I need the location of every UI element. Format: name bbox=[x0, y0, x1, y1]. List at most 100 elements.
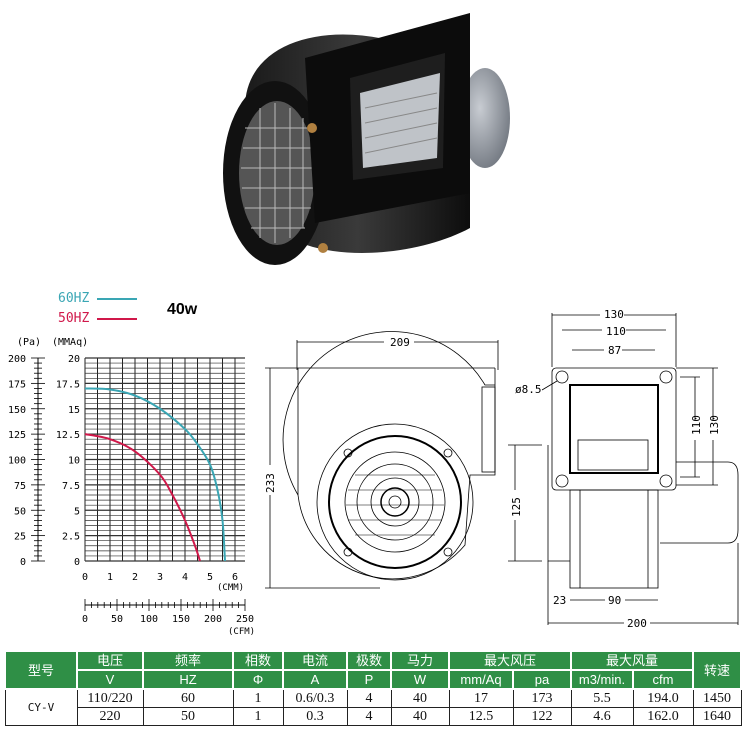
cfm-tick-label: 50 bbox=[111, 614, 123, 625]
table-cell: 173 bbox=[512, 688, 572, 708]
x-tick-label: 4 bbox=[182, 572, 188, 583]
legend-item-50hz: 50HZ bbox=[58, 309, 138, 329]
legend-label: 60HZ bbox=[58, 291, 90, 306]
pa-tick-label: 75 bbox=[14, 481, 26, 492]
table-cell: 1 bbox=[232, 688, 284, 708]
unit-m3min: m3/min. bbox=[570, 669, 634, 690]
cfm-tick-label: 250 bbox=[236, 614, 254, 625]
y-tick-label: 0 bbox=[74, 557, 80, 568]
legend-swatch bbox=[97, 297, 138, 300]
x-tick-label: 3 bbox=[157, 572, 163, 583]
table-cell: 122 bbox=[512, 707, 572, 726]
dim-body-width: 90 bbox=[608, 594, 621, 607]
mmaq-axis-label: (MMAq) bbox=[52, 337, 88, 348]
y-tick-label: 2.5 bbox=[62, 532, 80, 543]
pa-tick-label: 25 bbox=[14, 532, 26, 543]
table-cell: 1 bbox=[232, 707, 284, 726]
table-cell: 40 bbox=[390, 707, 450, 726]
pa-tick-label: 125 bbox=[8, 430, 26, 441]
unit-mmaq: mm/Aq bbox=[448, 669, 514, 690]
col-max-flow: 最大风量 bbox=[570, 650, 694, 671]
unit-w: W bbox=[390, 669, 450, 690]
pa-tick-label: 0 bbox=[20, 557, 26, 568]
cfm-tick-label: 200 bbox=[204, 614, 222, 625]
dim-width-209: 209 bbox=[390, 336, 410, 349]
series-line-50hz bbox=[84, 433, 201, 562]
cfm-axis-label: (CFM) bbox=[228, 627, 255, 637]
dim-height-233: 233 bbox=[264, 473, 277, 493]
table-header-row: 型号 电压 频率 相数 电流 极数 马力 最大风压 最大风量 转速 bbox=[4, 650, 742, 690]
dim-opening-width: 87 bbox=[608, 344, 621, 357]
chart-legend: 60HZ 50HZ bbox=[58, 289, 138, 329]
chart-series bbox=[84, 387, 226, 562]
legend-item-60hz: 60HZ bbox=[58, 289, 138, 309]
dim-hole-spacing: 110 bbox=[606, 325, 626, 338]
table-cell: 4.6 bbox=[570, 707, 634, 726]
spec-table: 型号 电压 频率 相数 电流 极数 马力 最大风压 最大风量 转速 V HZ Φ… bbox=[4, 650, 742, 726]
col-poles: 极数 bbox=[346, 650, 392, 671]
table-cell: 0.6/0.3 bbox=[282, 688, 348, 708]
front-view-drawing: 130 110 87 ø8.5 23 90 200 110 130 125 bbox=[508, 308, 739, 630]
blower-product-photo bbox=[223, 13, 510, 265]
side-view-drawing: 209 233 bbox=[262, 331, 499, 589]
x-tick-label: 0 bbox=[82, 572, 88, 583]
table-cell: 1450 bbox=[692, 688, 742, 708]
col-max-pressure: 最大风压 bbox=[448, 650, 572, 671]
table-cell: 17 bbox=[448, 688, 514, 708]
dim-outlet-height: 125 bbox=[510, 497, 523, 517]
pa-axis-label: (Pa) bbox=[17, 337, 41, 348]
legend-label: 50HZ bbox=[58, 311, 90, 326]
table-cell: 4 bbox=[346, 707, 392, 726]
pa-tick-label: 200 bbox=[8, 354, 26, 365]
unit-cfm: cfm bbox=[632, 669, 694, 690]
power-label: 40w bbox=[167, 301, 198, 318]
table-cell: 60 bbox=[142, 688, 234, 708]
dim-flange-width: 130 bbox=[604, 308, 624, 321]
dim-hole-spacing-vertical: 110 bbox=[690, 415, 703, 435]
table-cell: 12.5 bbox=[448, 707, 514, 726]
x-tick-label: 1 bbox=[107, 572, 113, 583]
model-cell: CY-V bbox=[4, 688, 78, 726]
series-line-60hz bbox=[84, 387, 226, 562]
col-speed: 转速 bbox=[692, 650, 742, 690]
cmm-axis-label: (CMM) bbox=[217, 583, 244, 593]
unit-pa: pa bbox=[512, 669, 572, 690]
table-subheader-row: V HZ Φ A P W mm/Aq pa m3/min. cfm bbox=[5, 669, 741, 690]
unit-p: P bbox=[346, 669, 392, 690]
cfm-tick-label: 150 bbox=[172, 614, 190, 625]
table-cell: 220 bbox=[76, 707, 144, 726]
pa-tick-label: 50 bbox=[14, 506, 26, 517]
col-frequency: 频率 bbox=[142, 650, 234, 671]
y-tick-label: 10 bbox=[68, 456, 80, 467]
y-tick-label: 7.5 bbox=[62, 481, 80, 492]
legend-swatch bbox=[97, 317, 138, 320]
dim-hole-diameter: ø8.5 bbox=[515, 383, 542, 396]
unit-a: A bbox=[282, 669, 348, 690]
unit-v: V bbox=[76, 669, 144, 690]
table-cell: 4 bbox=[346, 688, 392, 708]
table-cell: 162.0 bbox=[632, 707, 694, 726]
table-cell: 40 bbox=[390, 688, 450, 708]
y-tick-label: 12.5 bbox=[56, 430, 80, 441]
y-tick-label: 5 bbox=[74, 506, 80, 517]
pa-tick-label: 150 bbox=[8, 405, 26, 416]
cfm-tick-label: 0 bbox=[82, 614, 88, 625]
x-tick-label: 6 bbox=[232, 572, 238, 583]
table-cell: 1640 bbox=[692, 707, 742, 726]
chart-grid bbox=[84, 357, 245, 562]
x-tick-label: 2 bbox=[132, 572, 138, 583]
table-cell: 5.5 bbox=[570, 688, 634, 708]
unit-hz: HZ bbox=[142, 669, 234, 690]
dim-total-width: 200 bbox=[627, 617, 647, 630]
col-voltage: 电压 bbox=[76, 650, 144, 671]
y-tick-label: 20 bbox=[68, 354, 80, 365]
y-tick-label: 17.5 bbox=[56, 379, 80, 390]
x-tick-label: 5 bbox=[207, 572, 213, 583]
pa-tick-label: 100 bbox=[8, 456, 26, 467]
table-cell: 194.0 bbox=[632, 688, 694, 708]
unit-phi: Φ bbox=[232, 669, 284, 690]
col-phase: 相数 bbox=[232, 650, 284, 671]
